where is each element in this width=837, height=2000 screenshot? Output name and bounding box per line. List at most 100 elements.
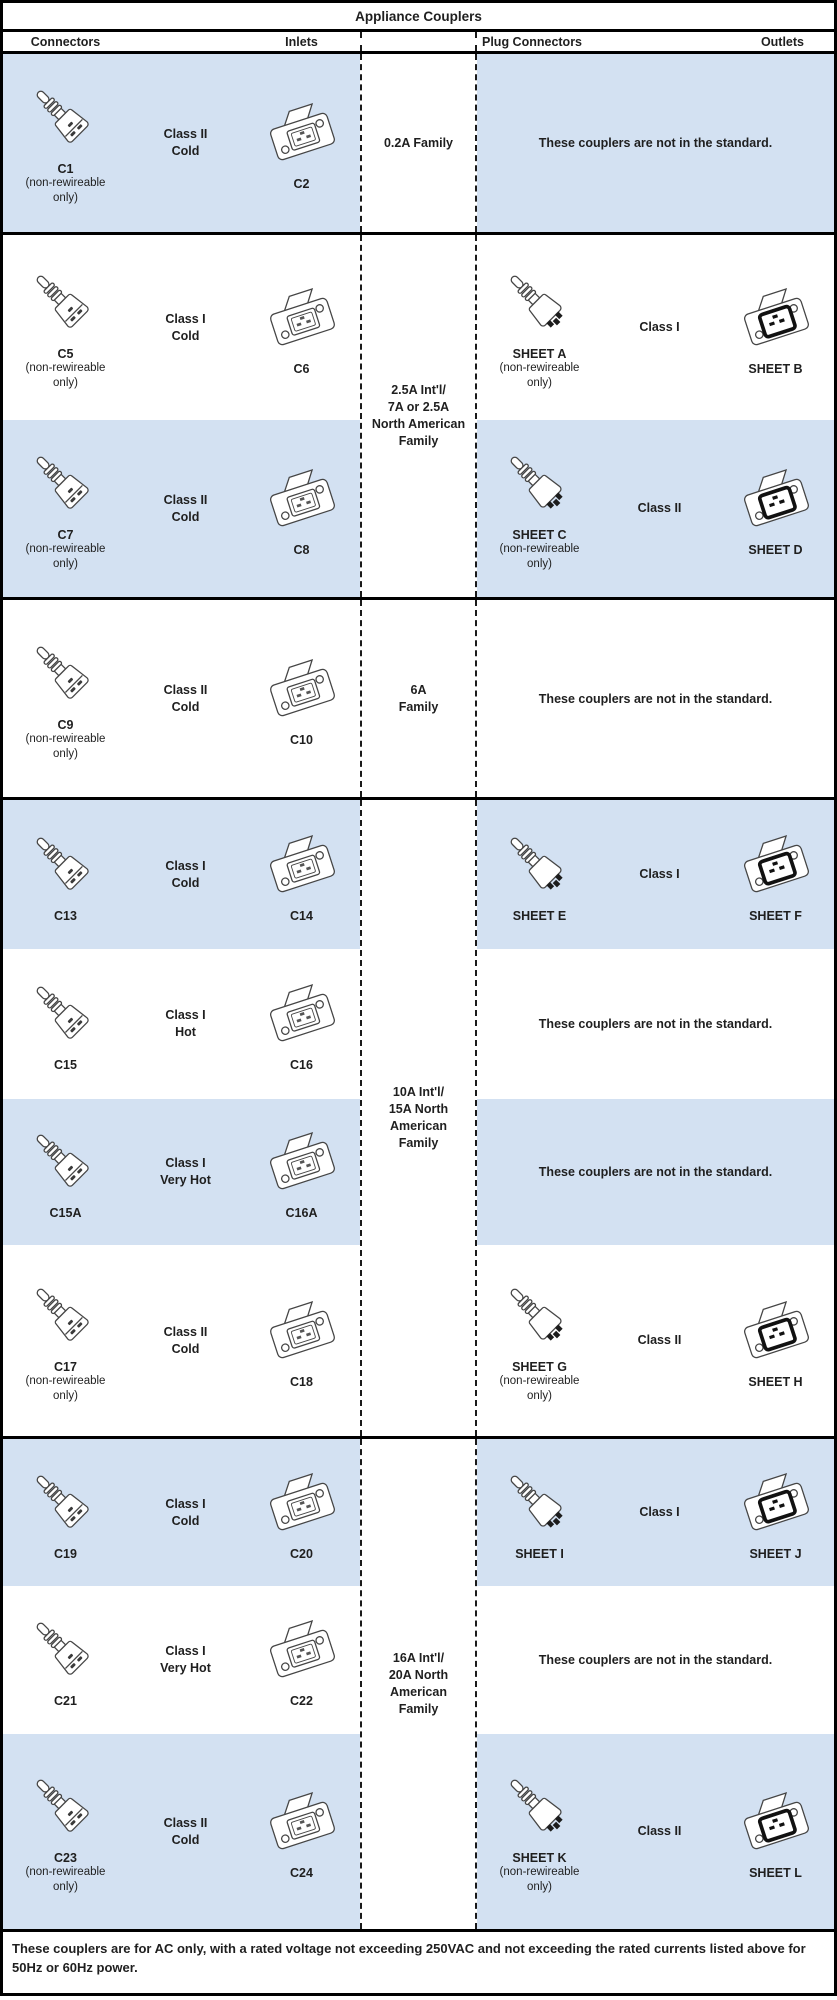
- inlet-icon: [264, 1788, 336, 1851]
- connector-label: C13: [54, 908, 77, 923]
- family-cell: 0.2A Family: [360, 54, 477, 232]
- connector-note: (non-rewireable only): [25, 361, 106, 389]
- inlet-label: C16A: [285, 1206, 318, 1220]
- right-header-group: Plug Connectors Outlets: [477, 32, 834, 51]
- connector-cell: C1 (non-rewireable only): [14, 80, 118, 206]
- not-in-standard-text: These couplers are not in the standard.: [538, 1165, 773, 1179]
- class-label: Class II: [163, 682, 208, 697]
- family-block-0-2a: C1 (non-rewireable only) Class II Cold C…: [3, 54, 834, 235]
- class-temp-label: Cold: [171, 1341, 200, 1356]
- inlet-label: C10: [290, 732, 313, 747]
- column-header-row: Connectors Inlets Plug Connectors Outlet…: [3, 32, 834, 54]
- sheet-label: SHEET F: [749, 908, 802, 923]
- plug-connector-cell: SHEET I: [494, 1465, 586, 1561]
- outlet-icon: [737, 1296, 811, 1361]
- connector-icon: [27, 978, 90, 1041]
- sheet-label: SHEET G: [512, 1359, 567, 1374]
- family-label: North American: [371, 417, 466, 431]
- connector-label: C15: [54, 1058, 77, 1072]
- connector-icon: [27, 637, 90, 700]
- family-label: 6A: [410, 682, 427, 697]
- class-cell: Class II Cold: [164, 492, 208, 526]
- connector-label: C1: [57, 162, 74, 177]
- inlet-icon: [264, 1129, 336, 1191]
- connector-icon: [27, 1126, 90, 1189]
- plug-connector-cell: SHEET G (non-rewireable only): [488, 1278, 592, 1404]
- sheet-label: SHEET C: [512, 527, 567, 542]
- not-in-standard-row: These couplers are not in the standard.: [477, 1099, 834, 1245]
- plug-connector-icon: [501, 828, 569, 896]
- coupler-row-c7-c8: C7 (non-rewireable only) Class II Cold C…: [3, 420, 360, 597]
- inlet-label: C20: [290, 1546, 313, 1561]
- connector-label: C19: [54, 1546, 77, 1561]
- connector-note: (non-rewireable only): [25, 732, 106, 760]
- plug-connector-cell: SHEET K (non-rewireable only): [488, 1769, 592, 1895]
- connector-cell: C13: [20, 827, 112, 923]
- family-cell: 10A Int'l/ 15A North American Family: [360, 800, 477, 1436]
- class-cell: Class II: [638, 500, 682, 517]
- connector-cell: C5 (non-rewireable only): [14, 265, 118, 391]
- coupler-row-c21-c22: C21 Class I Very Hot C22: [3, 1586, 360, 1734]
- class-cell: Class I: [639, 1504, 679, 1521]
- family-label: American: [390, 1119, 447, 1133]
- family-label: Family: [398, 699, 439, 714]
- class-label: Class II: [163, 1324, 208, 1339]
- inlet-icon: [264, 1297, 336, 1360]
- class-label: Class II: [163, 127, 208, 142]
- not-in-standard-text: These couplers are not in the standard.: [538, 691, 773, 706]
- sheet-note: (non-rewireable only): [499, 542, 580, 570]
- class-label: Class I: [165, 311, 206, 326]
- plug-connector-cell: SHEET E: [494, 827, 586, 923]
- outlet-icon: [737, 283, 811, 348]
- sheet-label: SHEET E: [512, 908, 567, 923]
- coupler-row-c23-c24: C23 (non-rewireable only) Class II Cold …: [3, 1734, 360, 1929]
- class-label: Class I: [165, 1644, 206, 1659]
- inlet-label: C2: [293, 177, 310, 191]
- family-label: Family: [398, 1701, 439, 1716]
- connector-icon: [27, 1614, 90, 1677]
- inlet-cell: C18: [256, 1293, 348, 1389]
- inlet-label: C16: [290, 1058, 313, 1072]
- class-label: Class I: [165, 1156, 206, 1171]
- not-in-standard-row: These couplers are not in the standard.: [477, 600, 834, 797]
- plug-connector-icon: [501, 1466, 569, 1534]
- class-cell: Class I: [639, 319, 679, 336]
- connector-icon: [27, 1770, 90, 1833]
- header-plug-connectors: Plug Connectors: [482, 34, 583, 49]
- outlet-cell: SHEET F: [730, 827, 822, 923]
- class-temp-label: Cold: [171, 699, 200, 714]
- class-cell: Class II: [638, 1332, 682, 1349]
- coupler-row-c9-c10: C9 (non-rewireable only) Class II Cold C…: [3, 600, 360, 797]
- connector-cell: C7 (non-rewireable only): [14, 446, 118, 572]
- not-in-standard-text: These couplers are not in the standard.: [538, 1653, 773, 1667]
- header-outlets: Outlets: [760, 34, 804, 49]
- class-temp-label: Cold: [171, 328, 200, 343]
- class-label: Class I: [639, 1505, 680, 1520]
- connector-cell: C15A: [20, 1124, 112, 1220]
- inlet-label: C24: [290, 1865, 313, 1880]
- inlet-icon: [264, 465, 336, 528]
- sheet-label: SHEET B: [748, 361, 803, 376]
- class-cell: Class II Cold: [164, 126, 208, 160]
- outlet-icon: [737, 1787, 811, 1852]
- inlet-icon: [264, 831, 336, 894]
- connector-note: (non-rewireable only): [25, 177, 106, 204]
- inlet-icon: [264, 1469, 336, 1532]
- family-label: Family: [398, 433, 439, 448]
- inlet-icon: [264, 284, 336, 347]
- plug-outlet-row-c-d: SHEET C (non-rewireable only) Class II S…: [477, 420, 834, 597]
- sheet-label: SHEET J: [749, 1546, 802, 1561]
- class-temp-label: Cold: [171, 1832, 200, 1847]
- family-label: American: [390, 1685, 447, 1699]
- coupler-row-c13-c14: C13 Class I Cold C14: [3, 800, 360, 949]
- outlet-icon: [737, 464, 811, 529]
- connector-label: C9: [57, 717, 74, 732]
- inlet-icon: [264, 655, 336, 718]
- sheet-label: SHEET A: [512, 346, 567, 361]
- connector-cell: C19: [20, 1465, 112, 1561]
- family-cell: 6A Family: [360, 600, 477, 797]
- inlet-label: C6: [293, 361, 310, 376]
- class-label: Class II: [637, 1824, 682, 1839]
- family-label: Family: [398, 1135, 439, 1150]
